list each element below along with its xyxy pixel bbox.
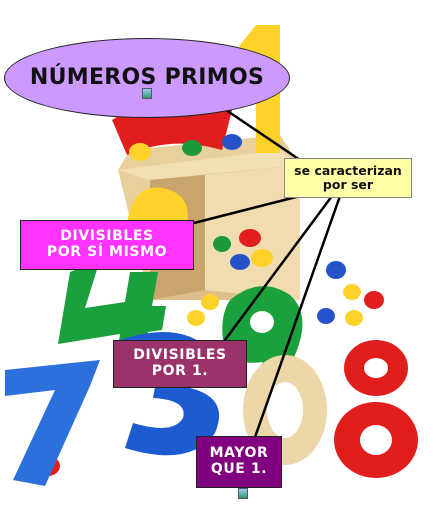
line-relation-to-concept-2 [220,195,334,345]
concept-box-divisibles-por-1: DIVISIBLES POR 1. [113,340,247,388]
title-ellipse: NÚMEROS PRIMOS [4,38,290,118]
concept-box-divisibles-por-si-mismo: DIVISIBLES POR SÍ MISMO [20,220,194,270]
concept-1-line-1: DIVISIBLES [60,228,154,245]
concept-3-line-1: MAYOR [209,445,269,462]
concept-1-line-2: POR SÍ MISMO [46,244,168,260]
title-text: NÚMEROS PRIMOS [29,64,265,90]
concept-2-line-1: DIVISIBLES [133,347,227,364]
relation-line-2: por ser [322,177,374,192]
blue-number-seven [5,360,100,486]
concept-2-line-2: POR 1. [151,363,209,379]
image-link-icon[interactable] [238,488,248,499]
concept-box-mayor-que-1: MAYOR QUE 1. [196,436,282,488]
line-title-to-relation [225,108,301,162]
connector-lines [189,108,342,441]
line-relation-to-concept-1 [189,194,301,226]
line-relation-to-concept-3 [252,195,342,441]
relation-line-1: se caracterizan [294,163,402,178]
wooden-zero-hole [267,382,303,438]
colored-pegs [36,121,384,476]
red-number-eight [334,340,418,478]
green-nine-hole [250,311,274,333]
concept-3-line-2: QUE 1. [210,461,268,477]
image-link-icon[interactable] [142,88,152,99]
relation-label-box: se caracterizan por ser [284,158,412,198]
